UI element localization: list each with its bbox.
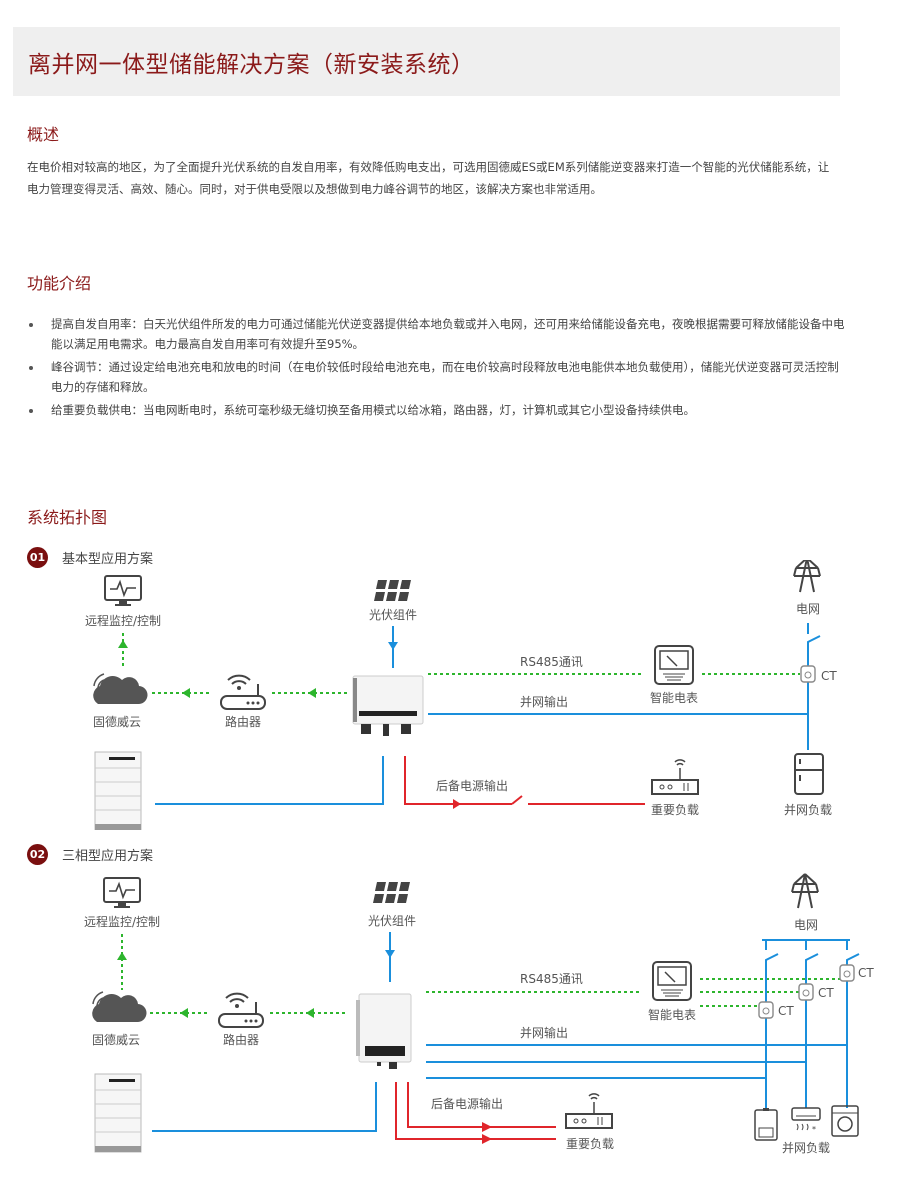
- washing-machine-icon: [831, 1105, 859, 1137]
- cloud-label: 固德威云: [92, 1032, 140, 1047]
- scheme1-title: 基本型应用方案: [62, 552, 154, 567]
- meter-label: 智能电表: [648, 1007, 696, 1022]
- feature-item: 给重要负载供电：当电网断电时，系统可毫秒级无缝切换至备用模式以给冰箱，路由器，灯…: [27, 400, 847, 420]
- rs485-label: RS485通讯: [520, 655, 583, 669]
- inverter-icon: [356, 993, 412, 1069]
- critical-load-label: 重要负载: [651, 803, 699, 817]
- router-label: 路由器: [225, 714, 261, 729]
- grid-output-label: 并网输出: [520, 1025, 568, 1040]
- ct-label: CT: [858, 966, 874, 980]
- air-conditioner-icon: *: [791, 1107, 821, 1134]
- arrow-down-icon: [385, 950, 395, 958]
- feature-item: 提高自发自用率：白天光伏组件所发的电力可通过储能光伏逆变器提供给本地负载或并入电…: [27, 314, 847, 354]
- arrow-left-icon: [182, 688, 190, 698]
- arrow-down-icon: [388, 642, 398, 650]
- scheme1-heading: 01 基本型应用方案: [27, 547, 153, 568]
- router-icon: [218, 992, 264, 1028]
- monitor-label: 远程监控/控制: [85, 613, 161, 628]
- backup-switch: [511, 795, 523, 805]
- critical-load-icon: [651, 759, 699, 795]
- features-list: 提高自发自用率：白天光伏组件所发的电力可通过储能光伏逆变器提供给本地负载或并入电…: [27, 314, 847, 423]
- cloud-label: 固德威云: [93, 714, 141, 729]
- smart-meter-icon: [652, 961, 692, 1001]
- scheme2-title: 三相型应用方案: [62, 849, 154, 864]
- router-icon: [220, 674, 266, 710]
- arrow-left-icon: [180, 1008, 188, 1018]
- monitor-icon: [104, 575, 142, 606]
- page-title: 离并网一体型储能解决方案（新安装系统）: [28, 52, 475, 78]
- arrow-left-icon: [308, 688, 316, 698]
- ct-icon: [800, 665, 816, 683]
- overview-text: 在电价相对较高的地区，为了全面提升光伏系统的自发自用率，有效降低购电支出，可选用…: [27, 160, 830, 196]
- battery-icon: [94, 751, 142, 830]
- router-label: 路由器: [223, 1032, 259, 1047]
- feature-item: 峰谷调节：通过设定给电池充电和放电的时间（在电价较低时段给电池充电，而在电价较高…: [27, 357, 847, 397]
- bullet-icon: [29, 409, 33, 413]
- topology-title: 系统拓扑图: [27, 508, 108, 527]
- arrow-right-icon: [482, 1134, 492, 1144]
- overview-title: 概述: [27, 125, 60, 144]
- critical-load-icon: [565, 1093, 613, 1129]
- meter-label: 智能电表: [650, 690, 698, 705]
- bullet-icon: [29, 323, 33, 327]
- ct-icon: [798, 983, 814, 1001]
- rs485-label: RS485通讯: [520, 972, 583, 986]
- battery-icon: [94, 1073, 142, 1153]
- bullet-icon: [29, 366, 33, 370]
- power-tower-icon: [793, 560, 821, 593]
- cloud-icon: [92, 991, 147, 1023]
- smart-meter-icon: [654, 645, 694, 685]
- solar-panel-icon: [374, 580, 411, 601]
- ct-label: CT: [818, 986, 834, 1000]
- solar-panel-icon: [373, 882, 410, 903]
- fridge-icon: [794, 753, 824, 795]
- water-heater-icon: [754, 1108, 778, 1141]
- scheme2-heading: 02 三相型应用方案: [27, 844, 153, 865]
- ct-label: CT: [821, 669, 837, 683]
- grid-label: 电网: [796, 602, 820, 616]
- scheme1-diagram: 远程监控/控制 固德威云 路由器 光伏组件 RS485通讯: [85, 560, 837, 830]
- grid-load-label: 并网负载: [784, 803, 832, 817]
- arrow-up-icon: [117, 952, 127, 960]
- battery-dc-line: [152, 1082, 377, 1132]
- arrow-right-icon: [482, 1122, 492, 1132]
- svg-text:*: *: [812, 1125, 816, 1134]
- grid-switch: [807, 635, 821, 648]
- cloud-icon: [93, 673, 148, 705]
- arrow-up-icon: [118, 640, 128, 648]
- monitor-icon: [103, 877, 141, 908]
- battery-dc-line: [155, 756, 384, 805]
- backup-line: [404, 756, 512, 805]
- pv-label: 光伏组件: [368, 914, 416, 928]
- backup-line-1: [407, 1082, 556, 1128]
- scheme2-number-badge: 02: [27, 844, 48, 865]
- ct-icon: [839, 964, 855, 982]
- scheme2-diagram: 远程监控/控制 固德威云 路由器 光伏组件 RS485通讯 智能电表: [84, 873, 874, 1155]
- grid-load-label: 并网负载: [782, 1141, 830, 1155]
- scheme1-number-badge: 01: [27, 547, 48, 568]
- critical-load-label: 重要负载: [566, 1137, 614, 1151]
- page-header: 离并网一体型储能解决方案（新安装系统）: [13, 27, 840, 96]
- features-title: 功能介绍: [27, 274, 92, 293]
- arrow-left-icon: [306, 1008, 314, 1018]
- ct-icon: [758, 1001, 774, 1019]
- pv-label: 光伏组件: [369, 608, 417, 622]
- backup-line-2: [395, 1082, 556, 1140]
- backup-output-label: 后备电源输出: [431, 1096, 503, 1111]
- ct-label: CT: [778, 1004, 794, 1018]
- grid-label: 电网: [794, 918, 818, 932]
- power-tower-icon: [791, 873, 819, 909]
- backup-output-label: 后备电源输出: [436, 778, 508, 793]
- arrow-right-icon: [453, 799, 461, 809]
- inverter-icon: [352, 675, 424, 736]
- grid-output-label: 并网输出: [520, 694, 568, 709]
- monitor-label: 远程监控/控制: [84, 914, 160, 929]
